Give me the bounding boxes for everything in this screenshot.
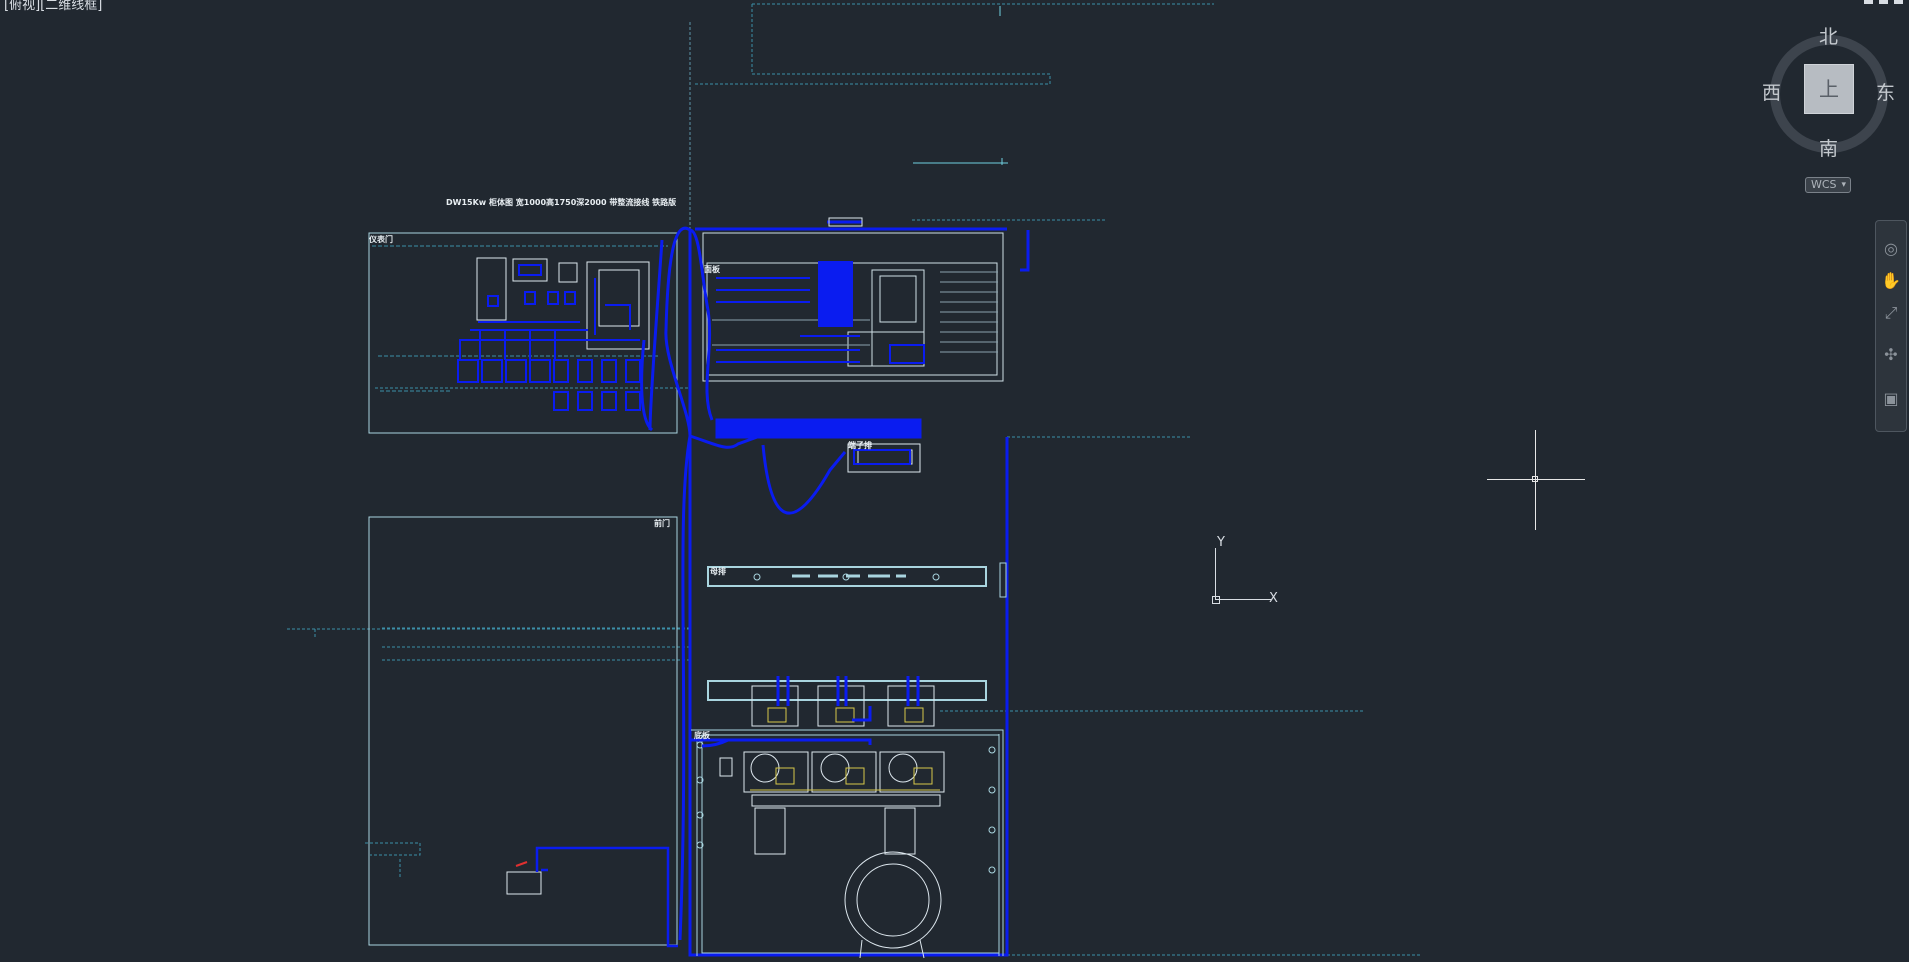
- restore-icon[interactable]: [1879, 0, 1888, 4]
- wcs-menu[interactable]: WCS ▾: [1805, 177, 1851, 193]
- viewcube-top-face[interactable]: 上: [1804, 64, 1854, 114]
- instrument-door-outline: [368, 232, 678, 946]
- main-wiring-loop: [640, 226, 1009, 957]
- navigation-bar[interactable]: ◎ ✋ ⤢ ✣ ▣: [1875, 220, 1907, 432]
- main-panel-wiring: [716, 261, 925, 364]
- ucs-icon[interactable]: Y X: [1205, 535, 1285, 615]
- viewcube-west[interactable]: 西: [1762, 82, 1782, 104]
- base-label: 底板: [694, 731, 710, 740]
- busbar-label: 母排: [710, 567, 726, 576]
- ucs-x-label: X: [1269, 591, 1278, 606]
- viewcube-compass-ring[interactable]: [1770, 35, 1888, 153]
- viewcube-north[interactable]: 北: [1819, 26, 1839, 48]
- base-section: [691, 729, 1004, 956]
- minimize-icon[interactable]: [1864, 0, 1873, 4]
- viewcube-east[interactable]: 东: [1876, 82, 1896, 104]
- transformers: [719, 685, 945, 959]
- ucs-y-label: Y: [1217, 535, 1225, 550]
- pan-hand-icon[interactable]: ✋: [1881, 271, 1901, 290]
- busbars: [707, 562, 1007, 701]
- orbit-icon[interactable]: ✣: [1884, 345, 1898, 364]
- zoom-icon[interactable]: ⤢: [1884, 303, 1898, 322]
- viewcube-south[interactable]: 南: [1819, 138, 1839, 160]
- instrument-door-label: 仪表门: [369, 235, 393, 244]
- showmotion-icon[interactable]: ▣: [1883, 389, 1899, 408]
- left-terminal-blocks: [457, 330, 641, 411]
- close-icon[interactable]: [1894, 0, 1903, 4]
- terminal-strip-label: 端子排: [848, 441, 872, 450]
- panel-label: 面板: [704, 265, 720, 274]
- chevron-down-icon: ▾: [1841, 180, 1846, 190]
- wcs-label: WCS: [1811, 178, 1837, 191]
- yellow-components: [750, 707, 940, 791]
- crosshair-cursor: [1487, 430, 1585, 530]
- steering-wheel-icon[interactable]: ◎: [1884, 239, 1898, 258]
- reference-lines: [287, 3, 1422, 956]
- viewport-controls-label[interactable]: [俯视][二维线框]: [4, 0, 103, 13]
- front-door-label: 前门: [654, 519, 670, 528]
- viewcube[interactable]: 上 北 南 西 东: [1762, 26, 1896, 161]
- drawing-title: DW15Kw 柜体图 宽1000高1750深2000 带整流接线 铁路版: [446, 198, 677, 207]
- window-controls: [1864, 0, 1903, 4]
